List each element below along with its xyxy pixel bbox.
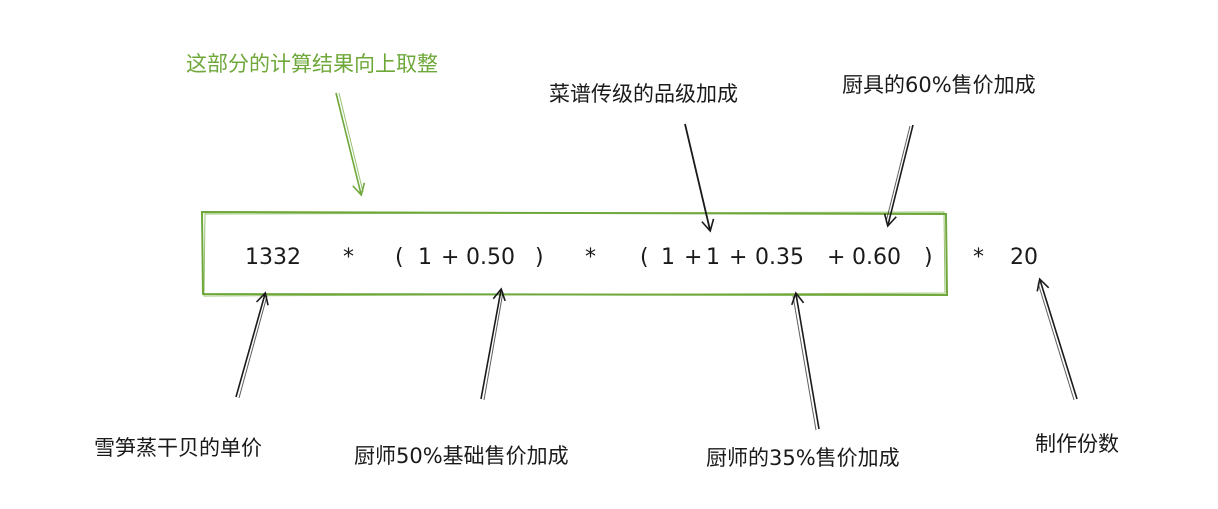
portions-label: 制作份数 <box>1035 432 1119 456</box>
chef-base-bonus-label: 厨师50%基础售价加成 <box>354 444 569 468</box>
unit-price-label: 雪笋蒸干贝的单价 <box>94 436 262 460</box>
arrow-unit-price <box>235 291 269 399</box>
formula-token: + <box>684 245 702 270</box>
arrow-portions <box>1036 277 1078 401</box>
formula-token: ) <box>535 245 544 270</box>
arrow-utensil-bonus <box>883 124 914 228</box>
formula-token: + <box>827 245 845 270</box>
formula-token: * <box>585 245 596 270</box>
arrow-chef-35-bonus <box>791 291 820 431</box>
arrow-chef-base-bonus <box>480 287 506 401</box>
arrow-recipe-rank-bonus <box>684 123 715 233</box>
formula-token: * <box>343 245 354 270</box>
formula-token: ) <box>924 245 933 270</box>
round-up-box <box>200 210 949 297</box>
formula-token: 0.35 <box>755 245 804 270</box>
round-up-note-label: 这部分的计算结果向上取整 <box>186 52 438 76</box>
formula-token: + <box>729 245 747 270</box>
formula-token: * <box>973 245 984 270</box>
formula-token: ( <box>395 245 404 270</box>
formula-token: 20 <box>1010 245 1038 270</box>
formula-token: 1 <box>661 245 675 270</box>
formula-token: + <box>441 245 459 270</box>
formula-token: 1 <box>418 245 432 270</box>
formula: 1332*(1+0.50)*(1+1+0.35+0.60)*20 <box>245 245 1038 270</box>
formula-token: 0.50 <box>466 245 515 270</box>
formula-token: 0.60 <box>852 245 901 270</box>
recipe-rank-bonus-label: 菜谱传级的品级加成 <box>549 82 738 106</box>
arrow-round-up-note <box>335 92 366 197</box>
formula-token: 1 <box>706 245 720 270</box>
formula-token: 1332 <box>245 245 301 270</box>
utensil-bonus-label: 厨具的60%售价加成 <box>842 73 1036 97</box>
chef-35-bonus-label: 厨师的35%售价加成 <box>706 446 900 470</box>
formula-token: ( <box>640 245 649 270</box>
